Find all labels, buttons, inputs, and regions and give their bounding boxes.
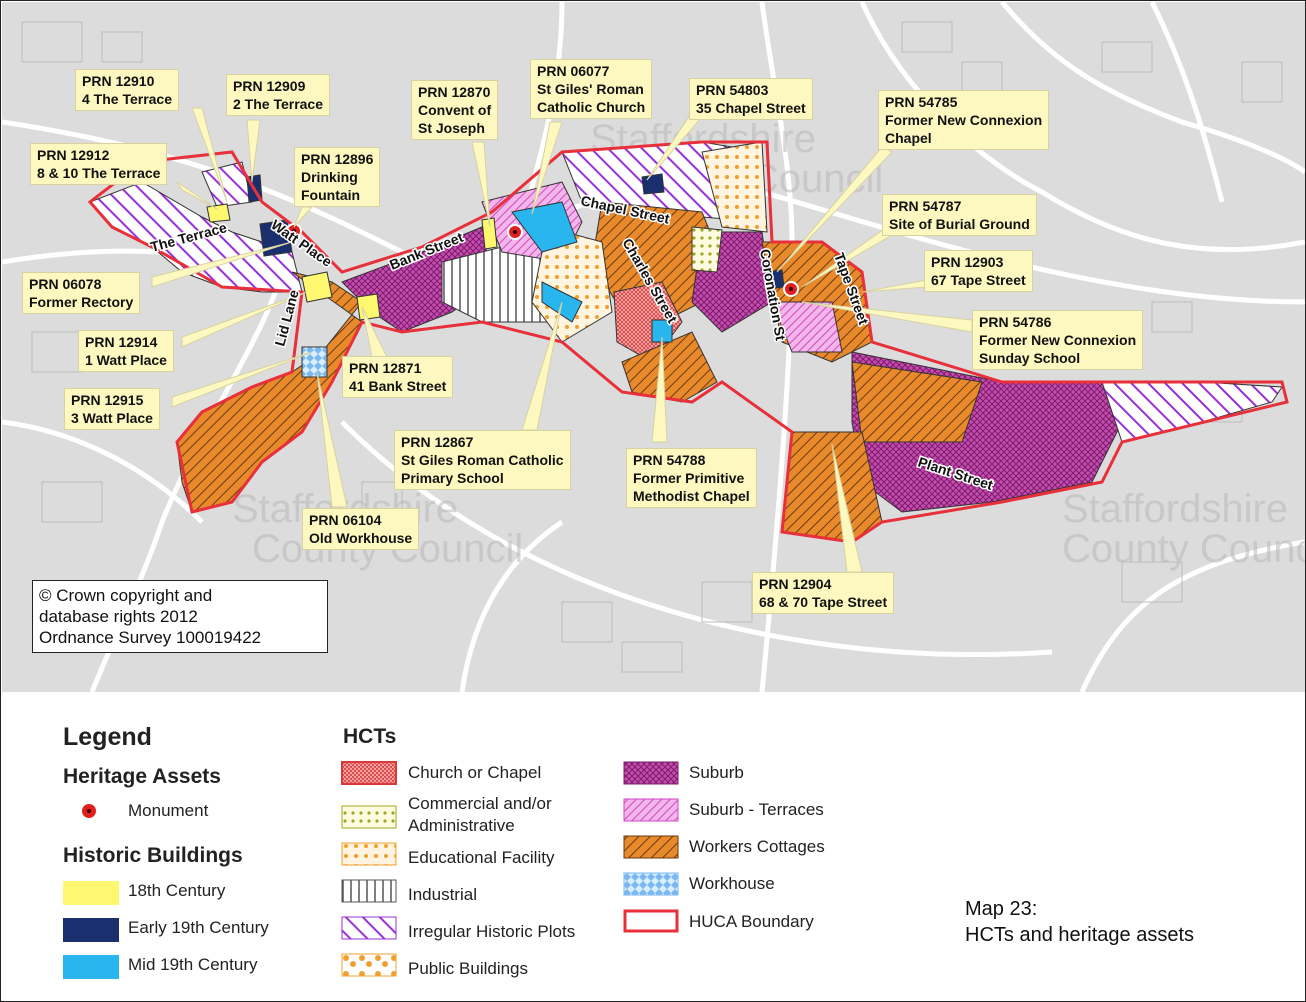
- legend-workhouse: Workhouse: [689, 874, 775, 893]
- legend-workers-cottages: Workers Cottages: [689, 837, 825, 856]
- legend: Legend Heritage Assets Monument Historic…: [1, 693, 1305, 1001]
- legend-industrial: Industrial: [408, 885, 477, 904]
- hct-swatches-col2: [623, 761, 679, 933]
- swatch-early-19th-century: [63, 918, 119, 942]
- legend-monument-label: Monument: [128, 801, 209, 820]
- legend-commercial-1: Commercial and/or: [408, 794, 552, 813]
- legend-commercial-2: Administrative: [408, 816, 515, 835]
- heritage-assets-heading: Heritage Assets: [63, 765, 221, 788]
- monument-icon: [82, 804, 96, 818]
- legend-public-buildings: Public Buildings: [408, 959, 529, 978]
- legend-suburb-terraces: Suburb - Terraces: [689, 800, 824, 819]
- map-area[interactable]: Staffordshire County Council Staffordshi…: [2, 2, 1305, 692]
- legend-huca-boundary: HUCA Boundary: [689, 912, 814, 931]
- area-plant-street-east: [1101, 381, 1283, 443]
- legend-mid-19th-century: Mid 19th Century: [128, 955, 258, 974]
- legend-irregular-historic-plots: Irregular Historic Plots: [408, 922, 576, 941]
- legend-early-19th-century: Early 19th Century: [128, 918, 269, 937]
- callout-leaders: [151, 107, 973, 573]
- historic-buildings-heading: Historic Buildings: [63, 844, 243, 867]
- hct-swatches-col1: [341, 761, 397, 977]
- map-title: Map 23: HCTs and heritage assets: [965, 898, 1195, 946]
- legend-church-or-chapel: Church or Chapel: [408, 763, 542, 782]
- swatch-18th-century: [63, 881, 119, 905]
- monuments: [286, 223, 799, 297]
- svg-text:Staffordshire: Staffordshire: [1062, 487, 1288, 531]
- legend-suburb: Suburb: [689, 763, 744, 782]
- copyright-box: © Crown copyright and database rights 20…: [32, 580, 328, 653]
- svg-text:County Council: County Council: [1062, 527, 1305, 571]
- legend-title: Legend: [63, 723, 152, 751]
- hct-areas: [89, 141, 1283, 543]
- legend-18th-century: 18th Century: [128, 881, 226, 900]
- swatch-mid-19th-century: [63, 955, 119, 979]
- hcts-heading: HCTs: [343, 725, 397, 748]
- legend-educational-facility: Educational Facility: [408, 848, 555, 867]
